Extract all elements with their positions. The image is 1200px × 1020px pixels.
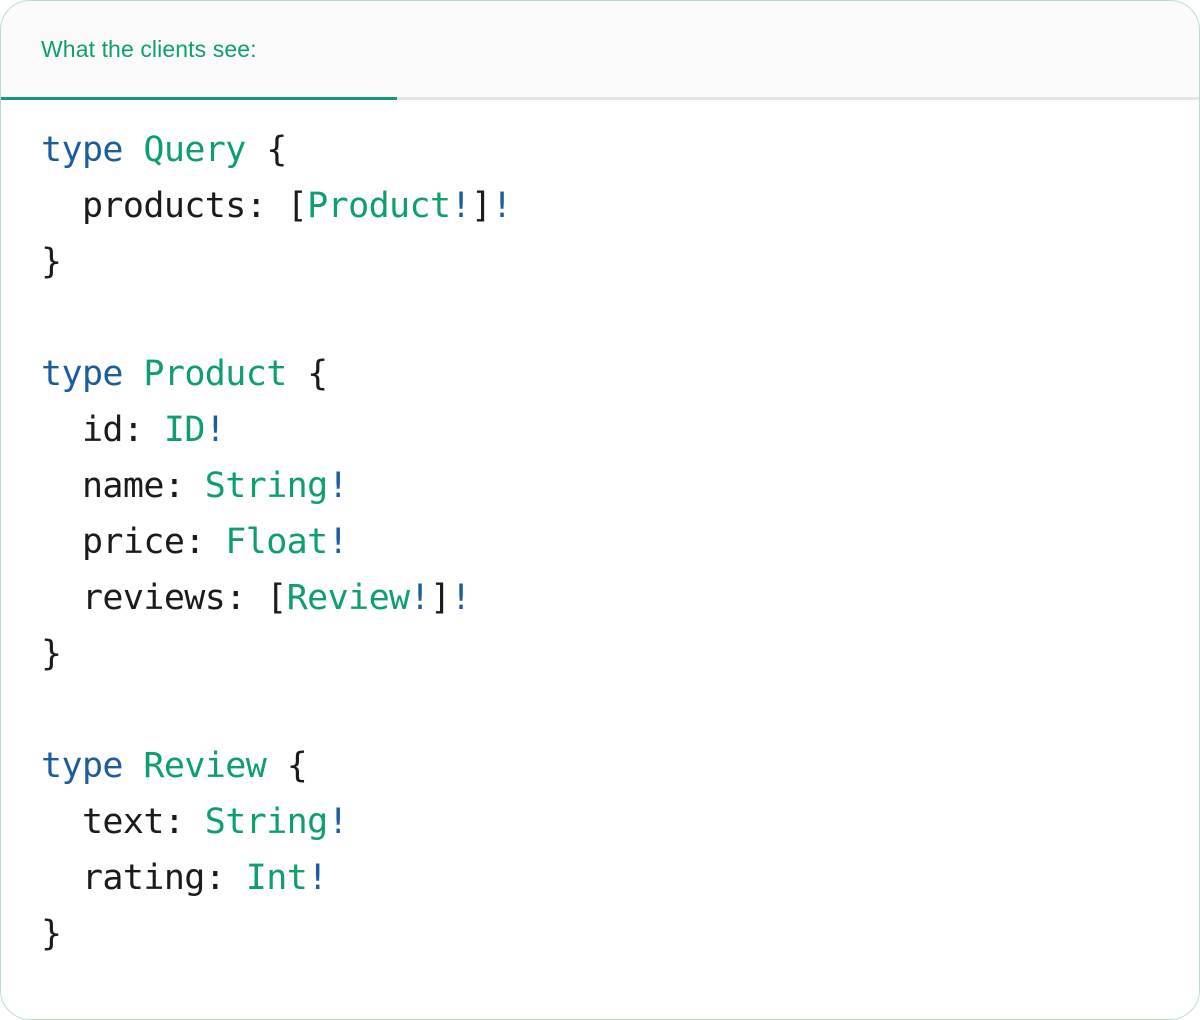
code-token-punct: ] — [430, 578, 451, 618]
code-token-type: String — [204, 802, 328, 842]
code-token-type: ID — [163, 410, 206, 450]
code-token-plain — [41, 802, 82, 842]
code-token-kw: type — [41, 130, 123, 170]
code-token-punct: } — [41, 242, 62, 282]
code-token-punct: [ — [266, 578, 287, 618]
code-token-punct: : — [122, 410, 164, 450]
code-token-kw: type — [41, 746, 123, 786]
code-token-bang: ! — [327, 802, 349, 842]
code-token-plain — [123, 746, 143, 786]
tab-what-the-clients-see[interactable]: What the clients see: — [1, 1, 397, 100]
code-line: } — [41, 634, 62, 674]
code-token-bang: ! — [450, 186, 471, 226]
code-token-plain — [246, 130, 266, 170]
code-token-bang: ! — [204, 410, 226, 450]
code-token-bang: ! — [327, 522, 349, 562]
code-line: id: ID! — [41, 410, 226, 450]
code-token-punct: : — [204, 858, 246, 898]
code-token-punct: { — [266, 130, 287, 170]
code-token-punct: : — [245, 186, 287, 226]
code-token-type: Product — [143, 354, 287, 394]
code-token-field: rating — [81, 858, 205, 898]
code-token-type: Product — [307, 186, 451, 226]
code-token-punct: { — [286, 746, 308, 786]
code-token-type: Review — [286, 578, 410, 618]
code-token-field: id — [81, 410, 124, 450]
code-token-field: reviews — [81, 578, 226, 618]
tab-bar: What the clients see: — [1, 1, 1199, 100]
code-token-type: Float — [225, 522, 328, 562]
code-token-plain — [41, 466, 82, 506]
code-token-punct: } — [41, 634, 62, 674]
code-line: type Review { — [41, 746, 308, 786]
code-line: price: Float! — [41, 522, 349, 562]
code-token-type: Review — [143, 746, 267, 786]
graphql-schema-code: type Query { products: [Product!]! } typ… — [41, 122, 1159, 962]
code-token-field: products — [81, 186, 246, 226]
code-token-punct: { — [307, 354, 328, 394]
code-token-field: text — [81, 802, 164, 842]
code-token-kw: type — [41, 354, 123, 394]
code-token-punct: : — [163, 802, 205, 842]
code-token-type: Query — [143, 130, 246, 170]
code-token-plain — [41, 186, 82, 226]
code-token-type: Int — [245, 858, 308, 898]
code-token-punct: : — [163, 466, 205, 506]
code-token-punct: : — [184, 522, 226, 562]
code-line: type Query { — [41, 130, 287, 170]
code-line: name: String! — [41, 466, 349, 506]
code-token-punct: } — [41, 914, 62, 954]
code-token-plain — [287, 354, 307, 394]
code-token-bang: ! — [450, 578, 472, 618]
code-token-plain — [123, 354, 143, 394]
code-token-plain — [41, 522, 82, 562]
code-line: rating: Int! — [41, 858, 328, 898]
code-token-plain — [41, 410, 82, 450]
tab-label: What the clients see: — [41, 35, 257, 62]
code-token-bang: ! — [307, 858, 328, 898]
code-token-plain — [123, 130, 143, 170]
code-viewer[interactable]: type Query { products: [Product!]! } typ… — [1, 100, 1199, 1019]
code-line: } — [41, 242, 62, 282]
code-line: } — [41, 914, 62, 954]
code-token-punct: : — [225, 578, 267, 618]
code-token-field: name — [81, 466, 164, 506]
code-line: reviews: [Review!]! — [41, 578, 472, 618]
code-token-bang: ! — [409, 578, 431, 618]
code-token-bang: ! — [491, 186, 512, 226]
code-token-plain — [41, 578, 82, 618]
code-line: products: [Product!]! — [41, 186, 513, 226]
code-token-plain — [41, 858, 82, 898]
code-line: type Product { — [41, 354, 328, 394]
code-token-punct: [ — [286, 186, 308, 226]
code-token-punct: ] — [470, 186, 492, 226]
code-token-plain — [266, 746, 286, 786]
code-token-type: String — [204, 466, 328, 506]
code-token-field: price — [81, 522, 185, 562]
code-token-bang: ! — [327, 466, 349, 506]
code-line: text: String! — [41, 802, 349, 842]
tab-active-underline — [1, 97, 397, 100]
